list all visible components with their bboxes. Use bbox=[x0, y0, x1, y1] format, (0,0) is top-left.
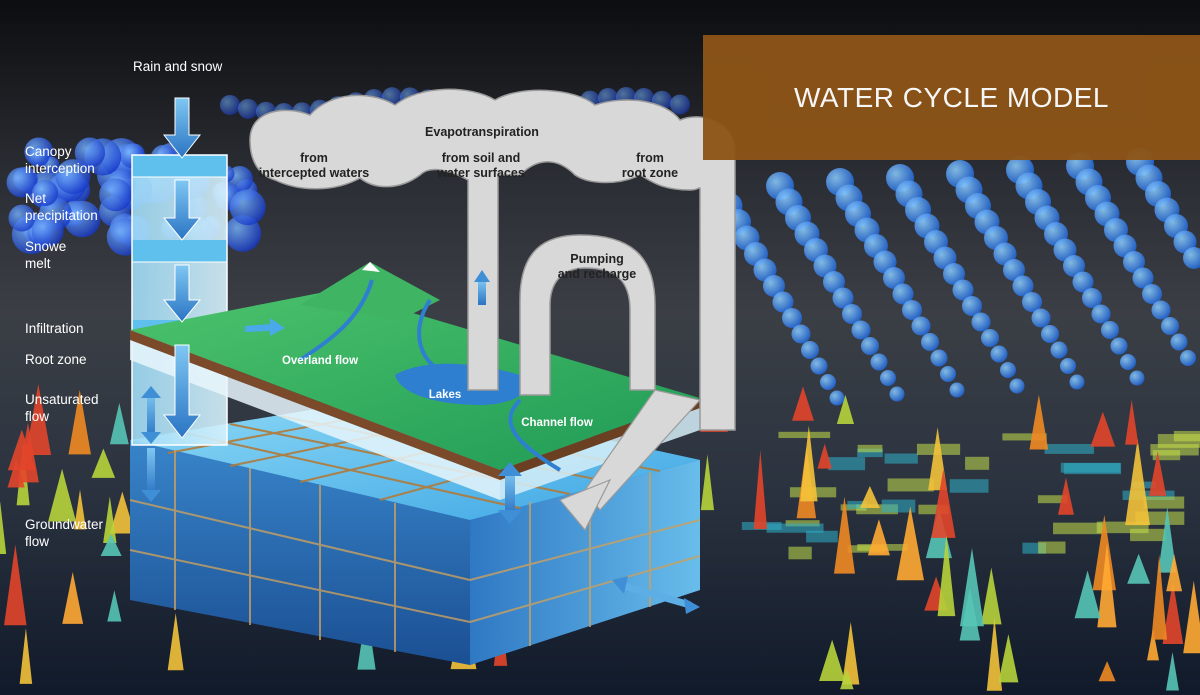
title-banner: WATER CYCLE MODEL bbox=[703, 35, 1200, 160]
rain-snow-label: Rain and snow bbox=[133, 59, 223, 74]
from-soil-label-line2: water surfaces bbox=[436, 166, 525, 180]
pumping-label-line1: Pumping bbox=[570, 252, 623, 266]
snow-melt-label: Snowe melt bbox=[25, 239, 67, 271]
page-title: WATER CYCLE MODEL bbox=[794, 81, 1109, 113]
from-root-label-line1: from bbox=[636, 151, 664, 165]
flow-arrows bbox=[141, 97, 700, 614]
lakes-label: Lakes bbox=[429, 389, 462, 401]
evapotranspiration-cloud bbox=[249, 88, 736, 532]
background-spheres bbox=[6, 87, 1200, 406]
groundwater-flow-label: Groundwater flow bbox=[25, 517, 104, 549]
overland-flow-label: Overland flow bbox=[282, 355, 358, 367]
infiltration-label: Infiltration bbox=[25, 321, 84, 336]
net-precipitation-label: Net precipitation bbox=[25, 191, 98, 223]
channel-flow-label: Channel flow bbox=[521, 417, 593, 429]
diagram-text-labels: Evapotranspiration from intercepted wate… bbox=[259, 125, 678, 429]
unsaturated-flow-label: Unsaturated flow bbox=[25, 392, 99, 424]
from-intercepted-label-line2: intercepted waters bbox=[259, 166, 370, 180]
root-zone-label: Root zone bbox=[25, 352, 87, 367]
from-intercepted-label-line1: from bbox=[300, 151, 328, 165]
evapotranspiration-label: Evapotranspiration bbox=[425, 125, 539, 139]
canopy-interception-label: Canopy interception bbox=[25, 144, 95, 176]
from-soil-label-line1: from soil and bbox=[442, 151, 520, 165]
from-root-label-line2: root zone bbox=[622, 166, 678, 180]
pumping-label-line2: and recharge bbox=[558, 267, 637, 281]
